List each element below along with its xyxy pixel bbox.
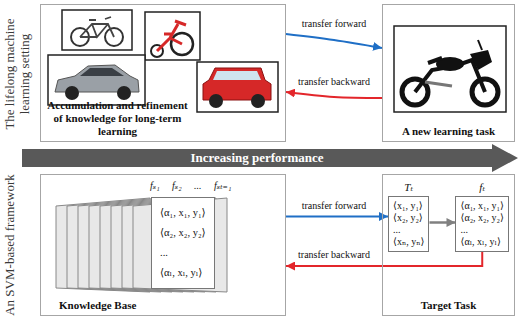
car-window xyxy=(80,68,124,76)
panel-caption: Knowledge Base xyxy=(59,299,136,312)
wheel xyxy=(209,94,223,108)
exhaust xyxy=(425,82,452,86)
model-label: ... xyxy=(194,180,202,192)
transfer-arrow xyxy=(429,221,455,224)
target-task-panel: Tₜ⟨x₁, y₁⟩⟨x₂, y₂⟩...⟨xₙ, yₙ⟩fₜ⟨α₁, x₁, … xyxy=(382,174,515,316)
panel-caption: Target Task xyxy=(387,299,510,312)
transfer-arrow xyxy=(286,34,382,48)
bar-label: Increasing performance xyxy=(22,150,492,166)
performance-arrow xyxy=(22,144,518,172)
picture-frame xyxy=(48,55,145,105)
setting-panel: Accumulation and refinement of knowledge… xyxy=(40,4,286,142)
model-box: fₜ ⟨α₁, x₁, y₁⟩⟨α₂, x₂, y₂⟩...⟨αₗ, xₗ, yₗ… xyxy=(455,181,509,252)
model-page xyxy=(133,198,227,292)
motorcycle-picture xyxy=(394,26,506,112)
list-row: ⟨x₂, y₂⟩ xyxy=(393,212,424,224)
model-stack xyxy=(56,198,227,292)
bicycle-picture xyxy=(62,10,132,50)
transfer-arrow xyxy=(286,216,388,218)
panel-caption: A new learning task xyxy=(387,125,510,138)
list-box: ⟨α₁, x₁, y₁⟩⟨α₂, x₂, y₂⟩...⟨αₗ, xₗ, yₗ⟩ xyxy=(455,196,509,252)
edge-label: transfer forward xyxy=(301,200,368,212)
list-row: ⟨αₗ, xₗ, yₗ⟩ xyxy=(460,236,504,248)
handlebar xyxy=(478,40,482,50)
list-box: ⟨x₁, y₁⟩⟨x₂, y₂⟩...⟨xₙ, yₙ⟩ xyxy=(388,196,429,252)
model-label: fₛ₂ xyxy=(172,180,182,192)
side-label: An SVM-based framework xyxy=(2,174,17,316)
list-row: ⟨x₁, y₁⟩ xyxy=(393,200,424,212)
list-row: ⟨α₂, x₂, y₂⟩ xyxy=(460,212,504,224)
support-vector-list: ⟨α₁, x₁, y₁⟩⟨α₂, x₂, y₂⟩...⟨αₗ, xₗ, yₗ⟩ xyxy=(151,197,215,289)
list-row: ... xyxy=(460,224,504,236)
edge-label: transfer backward xyxy=(297,76,371,88)
picture-frame xyxy=(197,62,278,112)
knowledge-base-panel: ⟨α₁, x₁, y₁⟩⟨α₂, x₂, y₂⟩...⟨αₗ, xₗ, yₗ⟩K… xyxy=(40,174,286,316)
box-heading: Tₜ xyxy=(388,181,429,194)
car-window xyxy=(213,71,261,80)
list-row: ⟨αₗ, xₗ, yₗ⟩ xyxy=(160,263,206,283)
picture-frame xyxy=(145,12,200,60)
list-row: ⟨α₂, x₂, y₂⟩ xyxy=(160,223,206,243)
transfer-arrow xyxy=(286,92,382,98)
tricycle-picture xyxy=(145,12,200,60)
list-row: ⟨xₙ, yₙ⟩ xyxy=(393,236,424,248)
edge-label: transfer forward xyxy=(301,18,368,30)
side-label: The lifelong machine learning setting xyxy=(2,4,32,144)
list-row: ⟨α₁, x₁, y₁⟩ xyxy=(160,203,206,223)
edge-label: transfer backward xyxy=(297,249,371,261)
seat xyxy=(428,58,442,63)
picture-frame xyxy=(62,10,132,50)
training-set-box: Tₜ ⟨x₁, y₁⟩⟨x₂, y₂⟩...⟨xₙ, yₙ⟩ xyxy=(388,181,429,252)
wheel xyxy=(251,94,265,108)
list-row: ⟨α₁, x₁, y₁⟩ xyxy=(460,200,504,212)
car-picture xyxy=(48,55,145,105)
red-car-picture xyxy=(197,62,278,112)
list-row: ... xyxy=(160,243,206,263)
panel-caption: Accumulation and refinement of knowledge… xyxy=(45,99,190,138)
model-label: fₛₜ₌₁ xyxy=(214,180,231,192)
model-label: fₛ₁ xyxy=(150,180,160,192)
wheel xyxy=(65,86,79,100)
fairing xyxy=(470,50,492,70)
tricycle-frame xyxy=(157,21,186,51)
wheel xyxy=(117,86,131,100)
picture-frame xyxy=(394,26,506,112)
bicycle-frame xyxy=(80,17,114,37)
box-heading: fₜ xyxy=(455,181,509,194)
list-row: ... xyxy=(393,224,424,236)
task-panel: A new learning task xyxy=(382,4,515,142)
